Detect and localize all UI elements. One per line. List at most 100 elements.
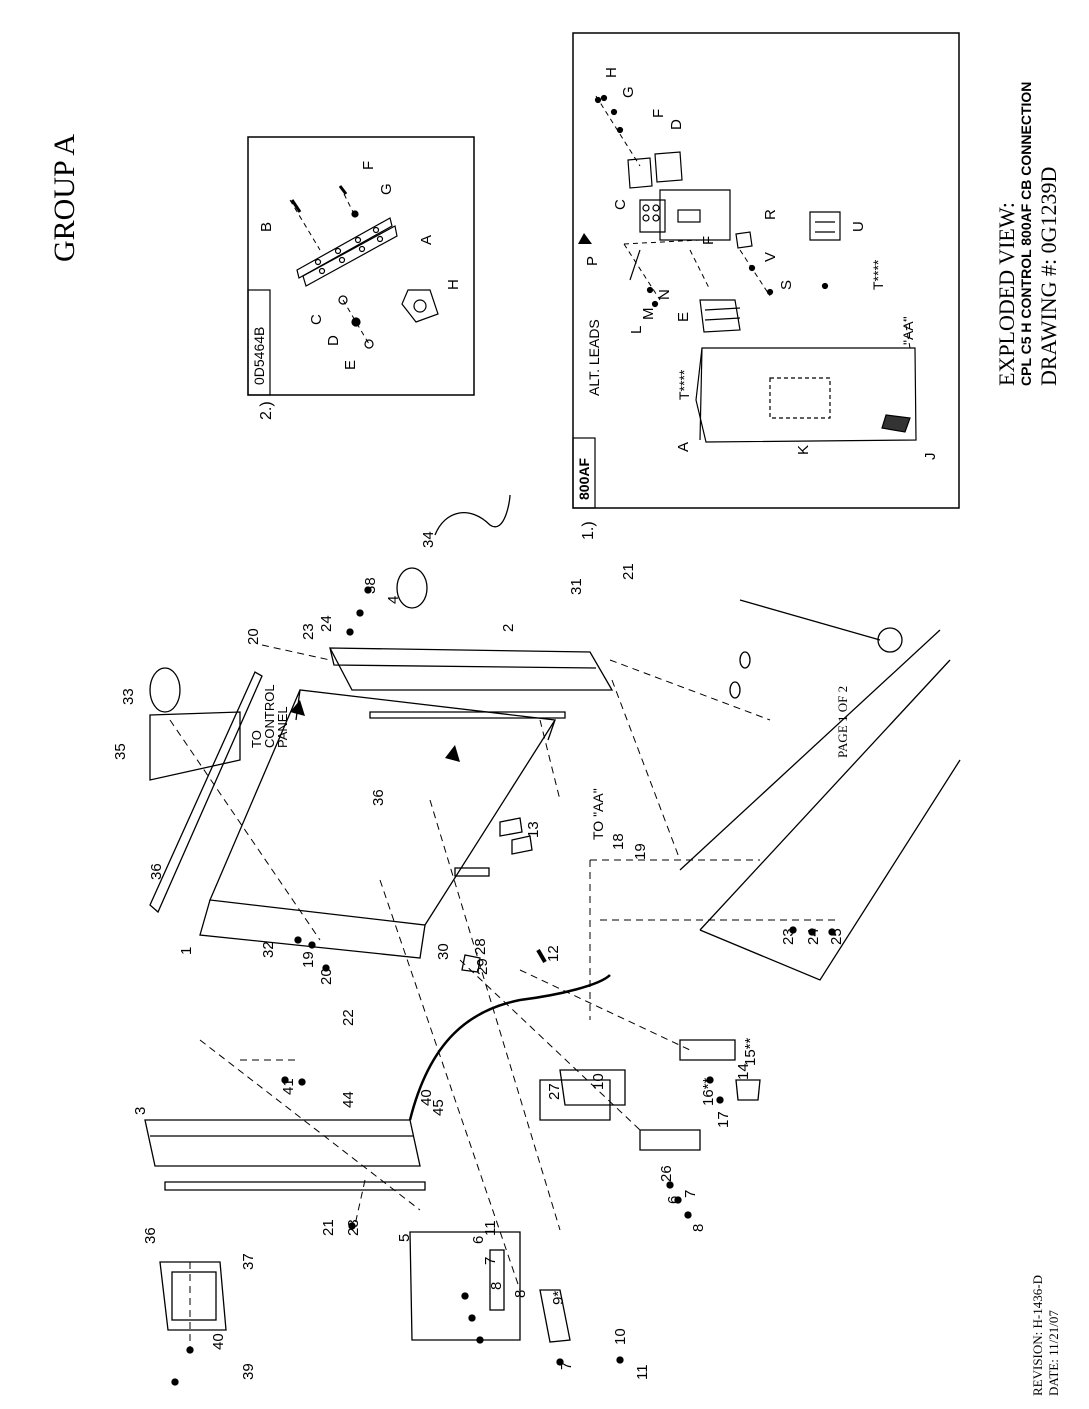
main-callout-42: 30	[435, 943, 452, 960]
main-callout-51: 37	[240, 1253, 257, 1270]
main-callout-48: 36	[148, 863, 165, 880]
inset1-letter-6: G	[620, 86, 637, 98]
inset2-leaders	[289, 185, 370, 345]
inset2-tag: 0D5464B	[251, 326, 267, 385]
main-callout-35: 24	[805, 928, 822, 945]
main-callout-44: 32	[260, 941, 277, 958]
inset1-letter-11: M	[640, 307, 657, 321]
inset1-letter-4: F	[700, 235, 717, 245]
inset1-tag: 800AF	[576, 457, 592, 500]
main-callout-4: 5	[396, 1233, 413, 1242]
main-callout-46: 34	[420, 531, 437, 548]
inset1-letter-2: D	[668, 119, 685, 130]
inset1-parts	[594, 94, 917, 443]
main-callout-25: 19	[300, 951, 317, 968]
main-callout-45: 33	[120, 688, 137, 705]
inset1-letter-5: F	[650, 108, 667, 118]
main-callout-13: 9*	[550, 1290, 567, 1305]
inset1-letter-1: C	[612, 199, 629, 210]
inset1-letter-7: H	[603, 67, 620, 78]
t-label-left: T****	[676, 369, 692, 400]
inset1-letter-16: U	[850, 221, 867, 232]
main-callout-40: 28	[472, 938, 489, 955]
main-callout-34: 23	[345, 1219, 362, 1236]
inset2-letter-3: D	[325, 335, 342, 346]
main-callout-26: 19	[632, 843, 649, 860]
aa-label: "AA"	[900, 316, 916, 345]
main-callout-54: 40	[210, 1333, 227, 1350]
main-callout-15: 10	[590, 1073, 607, 1090]
inset1-letter-14: R	[762, 209, 779, 220]
arrows	[290, 233, 592, 762]
inset1-letter-0: A	[675, 441, 692, 452]
to-aa-label: TO "AA"	[590, 788, 606, 840]
main-callout-9: 7	[682, 1189, 699, 1198]
inset1-letter-17: V	[762, 251, 779, 262]
inset1-index: 1.)	[580, 521, 597, 540]
inset1-letter-15: S	[778, 279, 795, 290]
main-callout-38: 26	[658, 1165, 675, 1182]
main-callout-5: 6	[470, 1235, 487, 1244]
main-callout-41: 29	[474, 958, 491, 975]
strip-36-top	[149, 671, 263, 914]
main-callout-1: 2	[500, 623, 517, 632]
inset2-letter-0: A	[418, 234, 435, 245]
main-callout-29: 21	[620, 563, 637, 580]
inset2-index: 2.)	[258, 401, 275, 420]
main-callout-0: 1	[178, 946, 195, 955]
inset2-letter-6: G	[378, 183, 395, 195]
main-callout-28: 20	[245, 628, 262, 645]
inset2-letter-1: B	[258, 221, 275, 232]
main-callout-36: 24	[318, 615, 335, 632]
alt-leads-label: ALT. LEADS	[586, 319, 602, 396]
inset2-letter-4: E	[342, 359, 359, 370]
main-callout-50: 36	[142, 1227, 159, 1244]
main-callout-58: 45	[430, 1099, 447, 1116]
inset1-frame	[572, 32, 960, 509]
inset2-letter-7: H	[445, 279, 462, 290]
main-callout-56: 41	[280, 1078, 297, 1095]
main-callout-19: 13	[525, 821, 542, 838]
inset1-letter-10: L	[628, 325, 645, 334]
main-callout-32: 23	[780, 928, 797, 945]
main-callout-17: 11	[482, 1220, 499, 1236]
main-callout-24: 18	[610, 833, 627, 850]
inset2-letter-5: F	[360, 160, 377, 170]
main-callout-14: 10	[612, 1328, 629, 1345]
main-callout-3: 4	[385, 595, 402, 604]
main-callout-33: 23	[300, 623, 317, 640]
main-callout-53: 39	[240, 1363, 257, 1380]
main-callout-57: 44	[340, 1091, 357, 1108]
main-leaders	[169, 644, 840, 1350]
inset2-frame	[247, 136, 475, 396]
main-callout-21: 15**	[742, 1037, 759, 1066]
main-callout-52: 38	[362, 577, 379, 594]
main-callout-31: 22	[340, 1009, 357, 1026]
inset1-letter-13: P	[584, 255, 601, 266]
inset1-letter-8: J	[922, 452, 939, 461]
main-callout-2: 3	[132, 1106, 149, 1115]
inset1-leaders	[595, 95, 911, 349]
inset1-letter-12: N	[656, 289, 673, 300]
main-callout-18: 12	[545, 945, 562, 962]
inset2-tag-box	[247, 289, 271, 396]
main-callout-39: 27	[546, 1083, 563, 1100]
to-control-panel-label: TO CONTROL PANEL	[249, 684, 290, 748]
inset2-letter-2: C	[308, 314, 325, 325]
inset1-tag-box	[572, 437, 596, 509]
main-callout-43: 31	[568, 578, 585, 595]
main-callout-47: 35	[112, 743, 129, 760]
main-callout-8: 7	[558, 1361, 575, 1370]
main-callout-7: 7	[482, 1256, 499, 1265]
main-callout-49: 36	[370, 789, 387, 806]
main-callout-23: 17	[715, 1111, 732, 1128]
main-callout-11: 8	[690, 1223, 707, 1232]
inset2-parts	[290, 185, 439, 349]
main-callout-27: 20	[318, 968, 335, 985]
inset1-letter-3: E	[675, 311, 692, 322]
main-callout-22: 16**	[700, 1077, 717, 1106]
t-label-right: T****	[870, 259, 886, 290]
main-callout-12: 8	[512, 1289, 529, 1298]
main-callout-16: 11	[634, 1364, 651, 1380]
